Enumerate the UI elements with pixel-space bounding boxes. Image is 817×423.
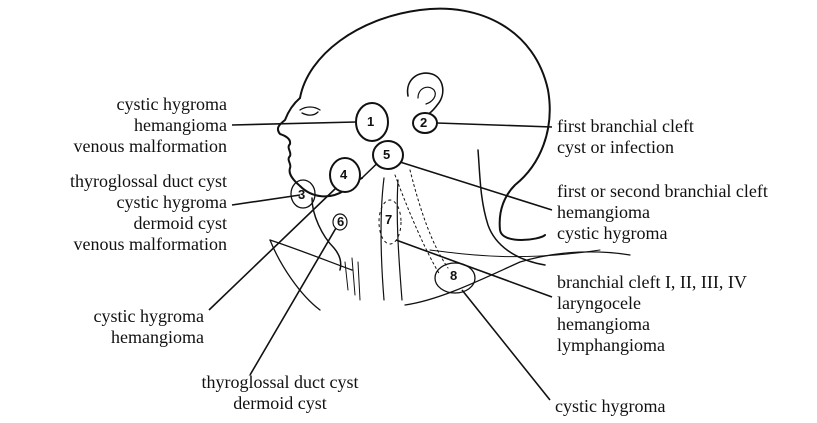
region-7-line-1: branchial cleft I, II, III, IV — [557, 272, 747, 293]
region-3-line-3: dermoid cyst — [70, 213, 227, 234]
region-7-label: branchial cleft I, II, III, IV laryngoce… — [557, 272, 747, 356]
region-7-line-2: laryngocele — [557, 293, 747, 314]
eye — [300, 107, 320, 110]
region-3-number: 3 — [298, 187, 305, 202]
region-4-label: cystic hygroma hemangioma — [94, 306, 204, 348]
region-7-line-4: lymphangioma — [557, 335, 747, 356]
region-4-line-1: cystic hygroma — [94, 306, 204, 327]
region-1-label: cystic hygroma hemangioma venous malform… — [74, 94, 227, 157]
region-8-label: cystic hygroma — [555, 396, 665, 417]
region-1-number: 1 — [367, 114, 374, 129]
region-7-line-3: hemangioma — [557, 314, 747, 335]
region-6-line-2: dermoid cyst — [180, 393, 380, 414]
region-3-line-2: cystic hygroma — [70, 192, 227, 213]
region-6-label: thyroglossal duct cyst dermoid cyst — [180, 372, 380, 414]
region-4-line-2: hemangioma — [94, 327, 204, 348]
region-2-line-1: first branchial cleft — [557, 116, 694, 137]
leader-3 — [232, 195, 300, 205]
trachea — [381, 178, 384, 300]
leader-4 — [209, 188, 336, 310]
region-5-number: 5 — [383, 147, 390, 162]
ear — [408, 73, 443, 116]
leader-8 — [462, 290, 550, 400]
region-1-line-1: cystic hygroma — [74, 94, 227, 115]
leader-7 — [396, 240, 552, 297]
leader-2 — [437, 123, 552, 127]
region-5-line-2: hemangioma — [557, 202, 768, 223]
region-5-line-1: first or second branchial cleft — [557, 181, 768, 202]
region-1-line-2: hemangioma — [74, 115, 227, 136]
region-2-line-2: cyst or infection — [557, 137, 694, 158]
region-2-number: 2 — [420, 115, 427, 130]
region-3-label: thyroglossal duct cyst cystic hygroma de… — [70, 171, 227, 255]
neck-front — [312, 198, 341, 270]
region-2-label: first branchial cleft cyst or infection — [557, 116, 694, 158]
region-3-line-1: thyroglossal duct cyst — [70, 171, 227, 192]
region-6-number: 6 — [337, 214, 344, 229]
region-8-line-1: cystic hygroma — [555, 396, 665, 417]
leader-1 — [232, 122, 356, 125]
neck-back — [478, 150, 545, 265]
region-6-line-1: thyroglossal duct cyst — [180, 372, 380, 393]
region-1-line-3: venous malformation — [74, 136, 227, 157]
region-5-line-3: cystic hygroma — [557, 223, 768, 244]
region-8-number: 8 — [450, 268, 457, 283]
region-4-number: 4 — [340, 167, 347, 182]
leader-6 — [250, 228, 336, 375]
region-3-line-4: venous malformation — [70, 234, 227, 255]
region-5-label: first or second branchial cleft hemangio… — [557, 181, 768, 244]
region-7-number: 7 — [385, 212, 392, 227]
